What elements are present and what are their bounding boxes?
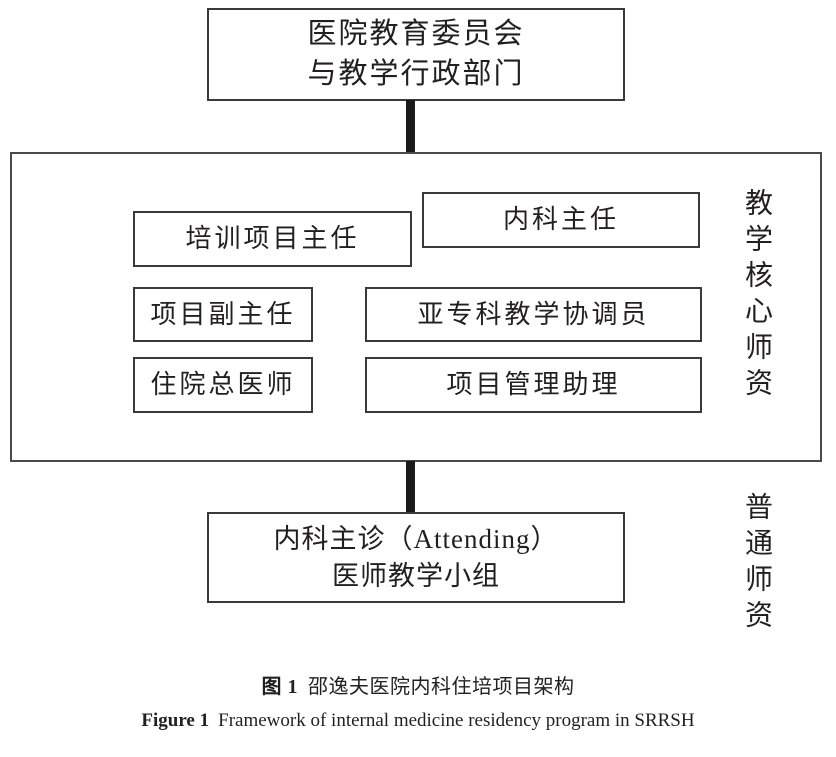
node-program-management-assistant: 项目管理助理: [365, 357, 702, 413]
node-subspecialty-teaching-coordinator: 亚专科教学协调员: [365, 287, 702, 342]
caption-english-text: Framework of internal medicine residency…: [218, 710, 695, 731]
side-label-core-teaching-faculty: 教学核心师资: [741, 188, 772, 404]
caption-chinese-text: 邵逸夫医院内科住培项目架构: [308, 676, 575, 698]
connector-top-to-core: [406, 100, 415, 154]
node-deputy-program-director: 项目副主任: [133, 287, 313, 342]
connector-core-to-bottom: [406, 461, 415, 514]
node-chief-resident-label: 住院总医师: [150, 370, 296, 400]
node-subspecialty-teaching-coordinator-label: 亚专科教学协调员: [417, 299, 650, 329]
node-chief-resident: 住院总医师: [133, 357, 313, 413]
node-internal-medicine-chief-label: 内科主任: [502, 205, 619, 235]
caption-english-label: Figure 1: [141, 710, 210, 731]
node-hospital-education-committee-label: 医院教育委员会 与教学行政部门: [307, 18, 525, 90]
node-attending-teaching-group-label: 内科主诊（Attending） 医师教学小组: [273, 524, 559, 591]
figure-caption: 图 1 邵逸夫医院内科住培项目架构 Figure 1 Framework of in…: [0, 672, 836, 736]
caption-chinese-label: 图 1: [261, 676, 298, 698]
caption-english: Figure 1 Framework of internal medicine r…: [0, 706, 836, 736]
side-label-general-faculty: 普通师资: [741, 492, 772, 636]
node-hospital-education-committee: 医院教育委员会 与教学行政部门: [207, 8, 625, 101]
node-attending-teaching-group: 内科主诊（Attending） 医师教学小组: [207, 512, 625, 603]
caption-chinese: 图 1 邵逸夫医院内科住培项目架构: [0, 672, 836, 702]
node-internal-medicine-chief: 内科主任: [422, 192, 700, 248]
node-deputy-program-director-label: 项目副主任: [150, 299, 296, 329]
node-program-management-assistant-label: 项目管理助理: [446, 370, 621, 400]
node-training-program-director-label: 培训项目主任: [185, 224, 360, 254]
node-training-program-director: 培训项目主任: [133, 211, 412, 267]
